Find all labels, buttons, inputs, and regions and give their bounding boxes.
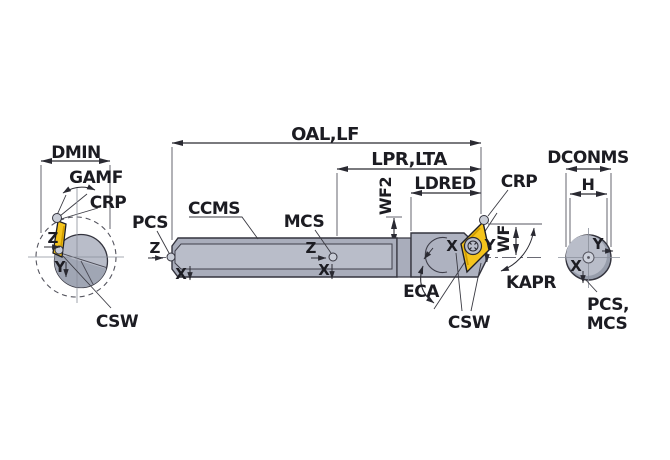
- label-wf: WF: [494, 225, 513, 253]
- label-oal: OAL,LF: [291, 124, 359, 145]
- left-axis-y-label: Y: [54, 258, 67, 276]
- crp-point-main: [479, 215, 489, 225]
- label-crp-left: CRP: [90, 193, 127, 213]
- csw-leader-1: [455, 252, 463, 312]
- pcs-axis-z-label: Z: [150, 239, 161, 257]
- eca-inner-arrow: [423, 247, 434, 260]
- csw-leader-left: [62, 255, 112, 309]
- crp-point-top: [52, 213, 62, 223]
- center-dot: [587, 256, 590, 259]
- shank-face: [174, 243, 393, 270]
- main-side-view: OAL,LF LPR,LTA LDRED WF2: [132, 124, 557, 333]
- left-axis-z-label: Z: [48, 229, 59, 247]
- label-ldred: LDRED: [414, 174, 476, 194]
- collar: [396, 237, 412, 278]
- label-eca: ECA: [403, 282, 440, 302]
- pcs-mcs-leader: [584, 278, 598, 293]
- right-axis-x-label: X: [570, 257, 582, 275]
- label-csw-left: CSW: [96, 312, 139, 332]
- eca-angle-arc: [417, 265, 435, 304]
- label-gamf: GAMF: [69, 168, 123, 188]
- label-kapr: KAPR: [506, 273, 556, 293]
- label-pcs-mcs-line2: MCS: [587, 314, 627, 334]
- label-lpr: LPR,LTA: [371, 149, 447, 170]
- insert-axis-x-label: X: [446, 237, 458, 255]
- label-h: H: [582, 175, 595, 194]
- gamf-angle-arc: [62, 184, 96, 194]
- label-dconms: DCONMS: [547, 148, 628, 168]
- right-end-view: DCONMS H Y X PCS, MCS: [547, 148, 629, 334]
- mcs-origin-point: [328, 252, 338, 262]
- label-pcs: PCS: [132, 213, 168, 233]
- gamf-leader-left: [56, 194, 67, 216]
- clamp-screw-icon: [463, 236, 483, 256]
- kapr-angle-arc: [500, 227, 536, 272]
- label-crp-main: CRP: [501, 172, 538, 192]
- pcs-leader: [156, 230, 170, 254]
- label-csw-main: CSW: [448, 313, 491, 333]
- left-end-view: DMIN GAMF CRP Z Y CSW: [28, 143, 139, 332]
- ccms-leader: [189, 216, 259, 240]
- pcs-axis-x-label: X: [175, 265, 187, 283]
- mcs-axis-x-label: X: [318, 261, 330, 279]
- label-ccms: CCMS: [188, 199, 240, 219]
- label-pcs-mcs-line1: PCS,: [587, 295, 629, 315]
- label-mcs: MCS: [284, 212, 324, 232]
- pcs-origin-point: [166, 252, 176, 262]
- crp-leader-left: [60, 207, 99, 220]
- crp-leader-main: [487, 189, 509, 217]
- mcs-axis-z-label: Z: [306, 239, 317, 257]
- insert-axis-y-label: Y: [484, 236, 497, 254]
- mcs-leader: [314, 229, 332, 254]
- label-wf2: WF2: [376, 177, 395, 215]
- csw-leader-2: [470, 262, 482, 312]
- label-dmin: DMIN: [51, 143, 101, 163]
- gamf-leader-right: [59, 193, 88, 217]
- right-axis-y-label: Y: [592, 235, 605, 253]
